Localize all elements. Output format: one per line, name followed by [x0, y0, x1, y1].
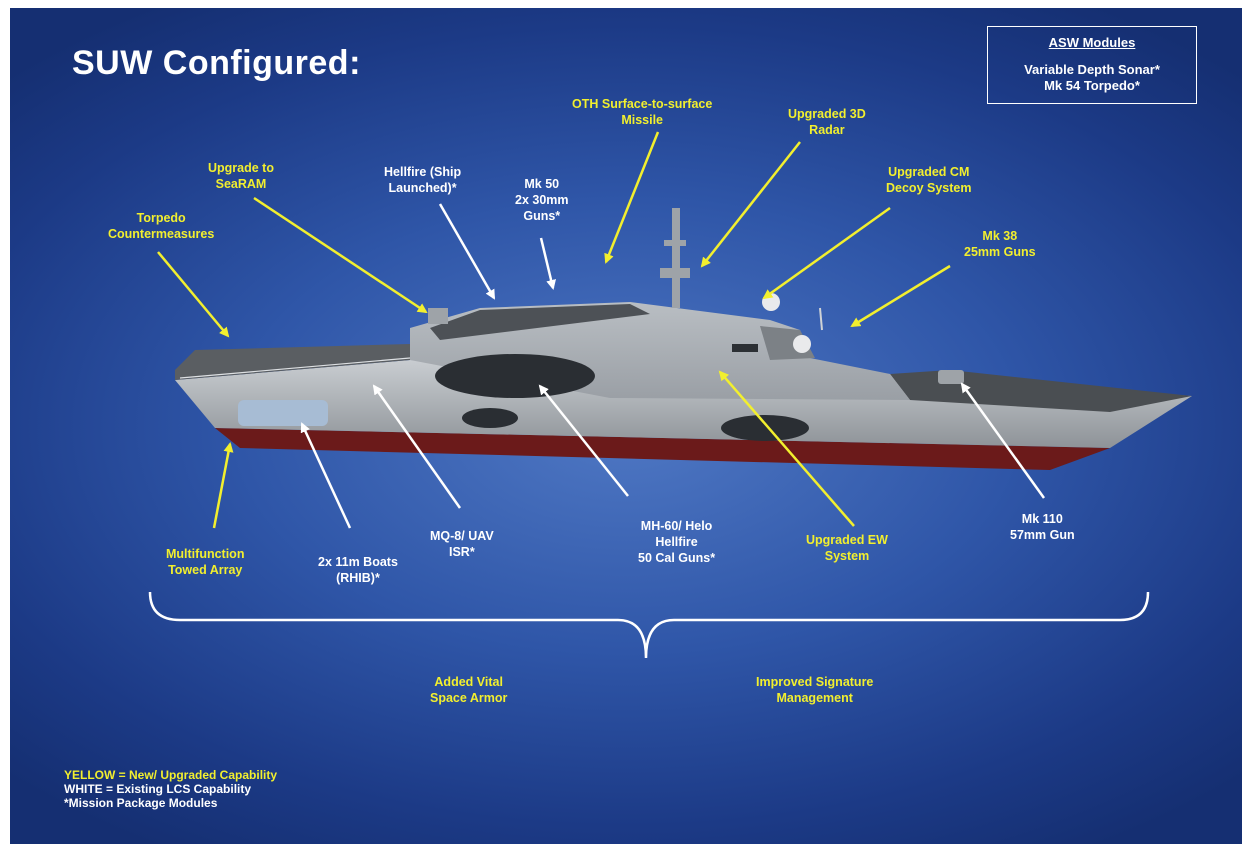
- arrow-cm-decoy: [762, 206, 891, 300]
- arrow-oth-missile: [604, 131, 660, 264]
- arrow-searam: [253, 196, 428, 314]
- callout-arrows: [157, 131, 1046, 529]
- asw-module-item: Mk 54 Torpedo*: [1044, 78, 1140, 93]
- arrow-mk110: [960, 382, 1046, 499]
- slide-background: SUW Configured: ASW Modules Variable Dep…: [10, 8, 1242, 844]
- asw-module-item: Variable Depth Sonar*: [1024, 62, 1160, 77]
- arrow-boats: [300, 422, 352, 529]
- mast: [672, 208, 680, 308]
- page-title: SUW Configured:: [72, 44, 361, 82]
- label-boats: 2x 11m Boats(RHIB)*: [318, 555, 398, 585]
- legend-existing-capability: WHITE = Existing LCS Capability: [64, 782, 252, 796]
- ship-hull-bottom: [215, 428, 1110, 470]
- asw-modules-box: ASW Modules Variable Depth Sonar* Mk 54 …: [987, 26, 1197, 104]
- legend-new-capability: YELLOW = New/ Upgraded Capability: [64, 768, 278, 782]
- arrow-mq8: [372, 384, 462, 509]
- hangar-opening: [435, 354, 595, 398]
- flight-deck: [175, 344, 410, 380]
- arrow-mh60: [538, 384, 629, 497]
- foredeck: [890, 370, 1192, 412]
- boat-bay-port: [462, 408, 518, 428]
- radome: [762, 293, 780, 311]
- arrow-mk38: [850, 264, 951, 328]
- ship-illustration: [175, 208, 1192, 470]
- span-brace: [148, 591, 1150, 659]
- legend: YELLOW = New/ Upgraded Capability WHITE …: [64, 768, 277, 810]
- ship-diagram: [148, 131, 1192, 659]
- forward-gun: [938, 370, 964, 384]
- arrow-torpedo-cm: [157, 251, 230, 338]
- arrow-radar-3d: [700, 141, 801, 268]
- arrow-ew: [718, 370, 855, 527]
- arrow-mk50: [539, 237, 556, 290]
- arrow-towed-array: [212, 442, 234, 529]
- arrow-hellfire: [438, 203, 496, 300]
- boat-bay-starboard: [721, 415, 809, 441]
- legend-mission-modules: *Mission Package Modules: [64, 796, 218, 810]
- rhib-bay: [238, 400, 328, 426]
- asw-modules-heading: ASW Modules: [1048, 35, 1136, 50]
